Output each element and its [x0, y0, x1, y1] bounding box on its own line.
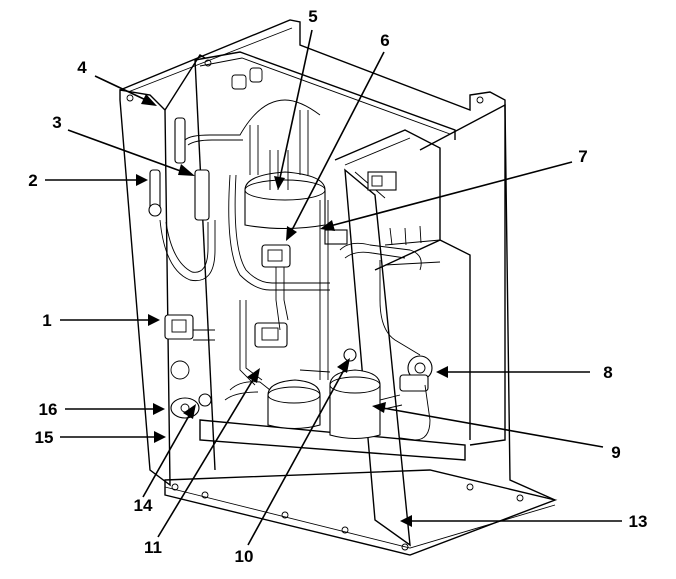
- callout-14: 14: [134, 496, 153, 515]
- callout-13: 13: [629, 512, 648, 531]
- leader-lines: [45, 29, 622, 546]
- internal-components: [148, 99, 441, 441]
- callout-9: 9: [611, 443, 620, 462]
- callout-10: 10: [235, 547, 254, 566]
- callout-4: 4: [77, 58, 87, 77]
- callout-6: 6: [380, 31, 389, 50]
- callout-16: 16: [39, 400, 58, 419]
- callout-15: 15: [35, 428, 54, 447]
- callout-2: 2: [28, 171, 37, 190]
- callout-7: 7: [578, 147, 587, 166]
- callout-5: 5: [308, 7, 317, 26]
- callout-1: 1: [42, 311, 51, 330]
- callout-11: 11: [144, 538, 162, 557]
- callout-labels: 1 2 3 4 5 6 7 8 9 10 11 13 14 15 16: [28, 7, 647, 566]
- callout-3: 3: [52, 113, 61, 132]
- cabinet-frame: [119, 19, 558, 556]
- callout-8: 8: [603, 363, 612, 382]
